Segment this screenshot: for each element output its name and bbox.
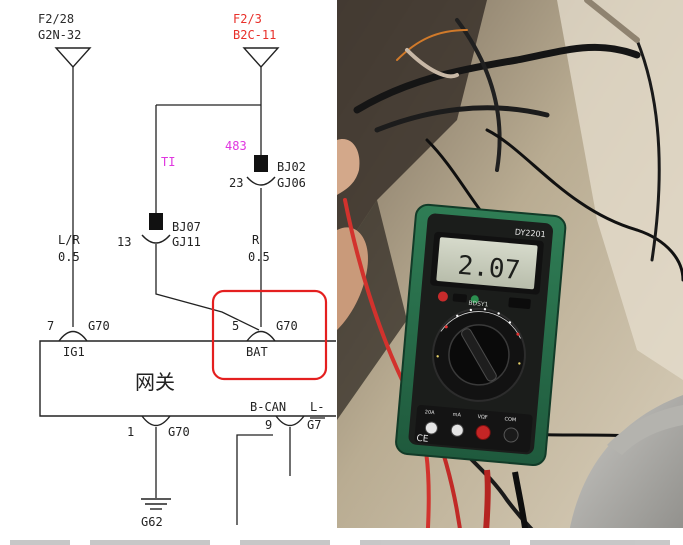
wire-left-color-code: L/R [58, 233, 80, 247]
splice-bj07-pin: 13 [117, 235, 131, 249]
pin-bcan-number: 9 [265, 418, 272, 432]
pin-ig1-connector-label: G70 [88, 319, 110, 333]
fuse-right-top-label: F2/3 [233, 12, 262, 26]
ground-label: G62 [141, 515, 163, 529]
fuse-right-symbol [242, 47, 280, 69]
pin-ig1-label: IG1 [63, 345, 85, 359]
splice-bj07-block [149, 213, 163, 230]
input-ports [414, 405, 533, 453]
pin-ig1-connector [58, 330, 88, 342]
pin-gnd-number: 1 [127, 425, 134, 439]
pin-bcan-label: B-CAN [250, 400, 286, 414]
lcd-reading: 2.07 [456, 251, 521, 286]
splice-483-label: 483 [225, 139, 247, 153]
pin-bat-connector-label: G70 [276, 319, 298, 333]
fuse-right-bottom-label: B2C-11 [233, 28, 276, 42]
port-ma [450, 423, 464, 437]
selector-dial-knob [461, 328, 497, 382]
wiring-harness [353, 0, 683, 282]
splice-bj07-connector [141, 234, 171, 244]
port-20a [424, 421, 438, 435]
technician-hand [337, 227, 368, 330]
wire-right-color-code: R [252, 233, 260, 247]
bat-highlight-box [211, 289, 328, 381]
port-label-20a: 20A [424, 409, 435, 416]
wires [72, 67, 325, 525]
splice-ti-label: TI [161, 155, 175, 169]
splice-bj02-block [254, 155, 268, 172]
splice-bj02-connector [246, 176, 276, 186]
fuse-left-top-label: F2/28 [38, 12, 74, 26]
pin-bcan-connector [275, 415, 305, 427]
photo-shadow-region [337, 0, 487, 260]
splice-bj02-connector-label: GJ06 [277, 176, 306, 190]
pin-bat-label: BAT [246, 345, 268, 359]
wire-left-size: 0.5 [58, 250, 80, 264]
meter-badge-label: BDSY1 [468, 300, 489, 309]
multimeter-photo: DY2201 2.07 BDSY1 [337, 0, 683, 545]
port-label-com: COM [504, 416, 516, 423]
multimeter: DY2201 2.07 BDSY1 [395, 203, 567, 467]
caption-strip [0, 528, 683, 545]
pin-bcan-next-label: L- [310, 400, 324, 414]
port-com [503, 427, 519, 443]
function-button [452, 293, 467, 303]
splice-bj07-connector-label: GJ11 [172, 235, 201, 249]
ground-icon [141, 498, 171, 510]
pin-bat-number: 5 [232, 319, 239, 333]
pin-bat-connector [246, 330, 276, 342]
diagram-background [0, 0, 336, 545]
splice-bj07-id: BJ07 [172, 220, 201, 234]
lcd-screen [436, 237, 538, 290]
wire-right-size: 0.5 [248, 250, 270, 264]
pin-gnd-connector [141, 415, 171, 427]
gateway-module-label: 网关 [135, 370, 175, 394]
gateway-module-box [39, 340, 336, 417]
splice-bj02-id: BJ02 [277, 160, 306, 174]
pin-gnd-connector-label: G70 [168, 425, 190, 439]
port-label-v: VΩF [477, 414, 488, 421]
pin-ig1-number: 7 [47, 319, 54, 333]
power-button [437, 291, 448, 302]
fuse-left-bottom-label: G2N-32 [38, 28, 81, 42]
ce-mark: CE [416, 434, 429, 445]
wiring-diagram: F2/28 G2N-32 F2/3 B2C-11 483 BJ02 23 GJ0… [0, 0, 336, 545]
fuse-left-symbol [54, 47, 92, 69]
port-v [475, 425, 491, 441]
port-label-ma: mA [452, 412, 461, 419]
splice-bj02-pin: 23 [229, 176, 243, 190]
pin-bcan-connector-label: G7 [307, 418, 321, 432]
dial-scale-marks [436, 308, 521, 365]
meter-brand-label: DY2201 [514, 228, 546, 240]
